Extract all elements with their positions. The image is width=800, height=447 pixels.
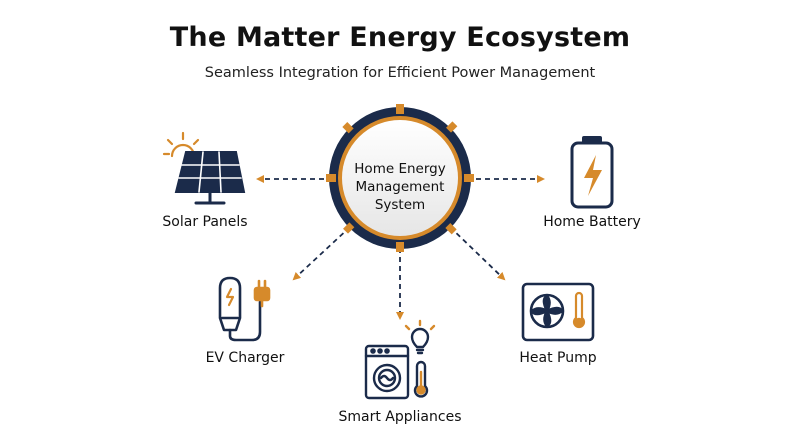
light-bulb-icon [404, 319, 436, 355]
connector-heat-pump [449, 226, 506, 281]
thermometer-icon [413, 360, 429, 398]
hub-label-line-2: Management [355, 179, 445, 195]
smart-appliances-label: Smart Appliances [338, 409, 462, 425]
hub-circle [326, 104, 474, 252]
ev-charger-label: EV Charger [205, 350, 285, 366]
heat-pump-label: Heat Pump [519, 350, 597, 366]
solar-panels-label: Solar Panels [162, 214, 248, 230]
home-battery-label: Home Battery [543, 214, 641, 230]
hub-label-line-1: Home Energy [354, 161, 446, 177]
washing-machine-icon [364, 319, 436, 400]
hub-label: Home Energy Management System [330, 160, 470, 214]
solar-panel-icon [162, 131, 246, 205]
battery-icon [570, 136, 614, 209]
heat-pump-icon [521, 282, 595, 342]
connector-ev-charger [292, 226, 351, 281]
hub-label-line-3: System [374, 197, 426, 213]
diagram-subtitle: Seamless Integration for Efficient Power… [204, 65, 596, 81]
ev-charger-icon [218, 276, 271, 342]
diagram-title: The Matter Energy Ecosystem [169, 22, 631, 53]
